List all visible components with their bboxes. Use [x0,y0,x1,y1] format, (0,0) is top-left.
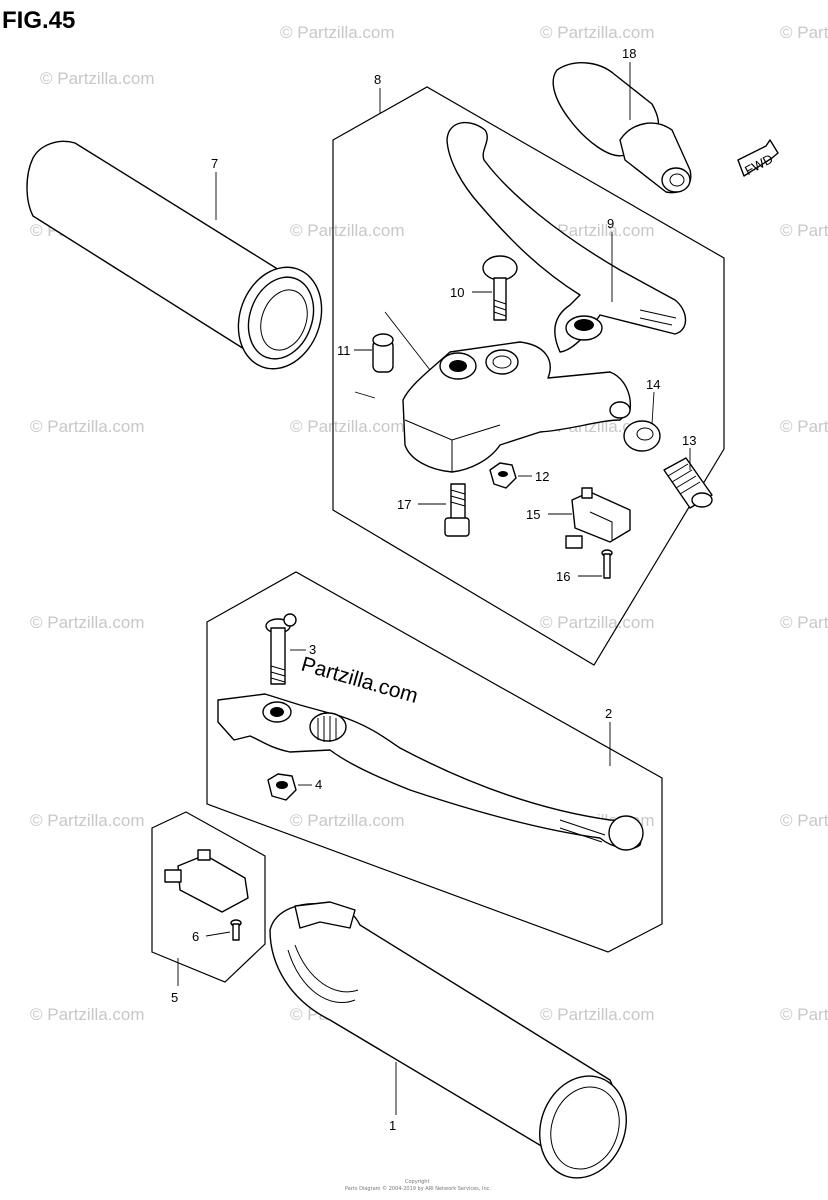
forward-arrow-badge: FWD [737,139,779,178]
callout-5: 5 [171,990,178,1005]
watermark: © Partzilla.com [30,1005,145,1024]
watermark: © Partzilla.com [780,1005,828,1024]
callout-3: 3 [309,642,316,657]
cover-18 [552,62,692,194]
lever-assembly-8-box [332,86,725,666]
pivot-bolt-10 [482,255,518,321]
callout-2: 2 [605,706,612,721]
switch-assembly-5-box [151,811,266,983]
watermark: © Partzilla.com [30,613,145,632]
ring-14 [623,420,661,452]
watermark: © Partzilla.com [540,23,655,42]
callout-7: 7 [211,156,218,171]
screw-6 [230,919,242,941]
watermark: © Partzilla.com [780,613,828,632]
callout-9: 9 [607,216,614,231]
clutch-lever-9 [446,121,687,353]
copyright-line1: Copyright [405,1179,429,1185]
nut-4 [267,773,297,801]
leader-lines [177,62,691,1115]
callout-16: 16 [556,569,570,584]
dowel-pin-11 [372,333,394,373]
callout-14: 14 [646,377,660,392]
callout-4: 4 [315,777,322,792]
watermark: © Partzilla.com [780,811,828,830]
grip-7 [26,140,323,370]
adjuster-13 [663,457,713,509]
watermark: © Partzilla.com [780,417,828,436]
watermark: © Partzilla.com [30,811,145,830]
screw-16 [601,549,613,579]
watermark: © Partzilla.com [290,417,405,436]
watermark: © Partzilla.com [540,1005,655,1024]
pivot-bolt-3 [265,613,297,685]
watermark: © Partzilla.com [540,221,655,240]
watermark: © Partzilla.com [540,613,655,632]
callout-17: 17 [397,497,411,512]
callout-6: 6 [192,929,199,944]
watermark: © Partzilla.com [40,69,155,88]
lever-bracket [402,341,632,473]
nut-12 [489,462,517,489]
watermark-layer: © Partzilla.com © Partzilla.com © Partzi… [30,23,828,1024]
callout-18: 18 [622,46,636,61]
bolt-17 [444,483,470,537]
callout-11: 11 [337,343,351,358]
callout-10: 10 [450,285,464,300]
copyright-line2: Parts Diagram © 2004-2019 by ARI Network… [345,1185,491,1192]
watermark: © Partzilla.com [290,221,405,240]
callouts: 1 2 3 4 5 6 7 8 9 10 11 12 13 14 15 16 1… [171,46,696,1133]
callout-8: 8 [374,72,381,87]
callout-12: 12 [535,469,549,484]
figure-title: FIG.45 [2,7,75,34]
brake-lever-2 [217,693,644,851]
callout-1: 1 [389,1118,396,1133]
switch-15 [565,487,631,549]
watermark-large: Partzilla.com [299,653,421,708]
watermark: © Partzilla.com [280,23,395,42]
watermark: © Partzilla.com [30,417,145,436]
throttle-grip-1 [269,901,627,1179]
callout-13: 13 [682,433,696,448]
watermark: © Partzilla.com [290,811,405,830]
callout-15: 15 [526,507,540,522]
switch-5 [164,849,249,913]
watermark: © Partzilla.com [780,23,828,42]
lever-assembly-2-box [206,571,663,953]
watermark: © Partzilla.com [780,221,828,240]
